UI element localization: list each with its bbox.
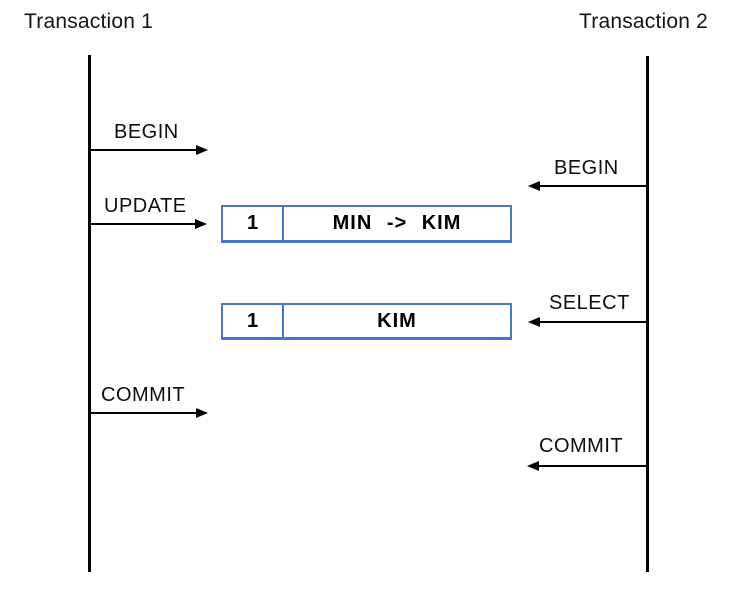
transaction2-title: Transaction 2 [579, 10, 709, 33]
t1-begin-label: BEGIN [114, 121, 179, 143]
transaction1-lifeline [88, 55, 91, 572]
record-box-selected-row: 1 KIM [221, 303, 512, 340]
arrowhead-left-icon [527, 461, 539, 471]
t1-commit-label: COMMIT [101, 384, 186, 406]
transaction1-title: Transaction 1 [24, 10, 154, 33]
t2-select-arrow [528, 317, 647, 327]
t2-begin-arrow [528, 181, 647, 191]
t1-update-label: UPDATE [104, 195, 187, 217]
t2-commit-label: COMMIT [539, 435, 624, 457]
arrowhead-left-icon [528, 181, 540, 191]
t1-commit-arrow [89, 408, 208, 418]
arrowhead-left-icon [528, 317, 540, 327]
arrowhead-right-icon [196, 145, 208, 155]
arrowhead-right-icon [196, 408, 208, 418]
t2-begin-label: BEGIN [554, 157, 619, 179]
record-value: KIM [377, 309, 417, 332]
record-key: 1 [223, 305, 284, 337]
t1-begin-arrow [89, 145, 208, 155]
arrowhead-right-icon [195, 219, 207, 229]
t2-select-label: SELECT [549, 292, 630, 314]
record-box-updated-row: 1 MIN -> KIM [221, 205, 512, 243]
record-value: MIN -> KIM [332, 212, 462, 234]
t2-commit-arrow [527, 461, 647, 471]
t1-update-arrow [89, 219, 207, 229]
record-key: 1 [223, 207, 284, 240]
transaction2-lifeline [646, 56, 649, 572]
